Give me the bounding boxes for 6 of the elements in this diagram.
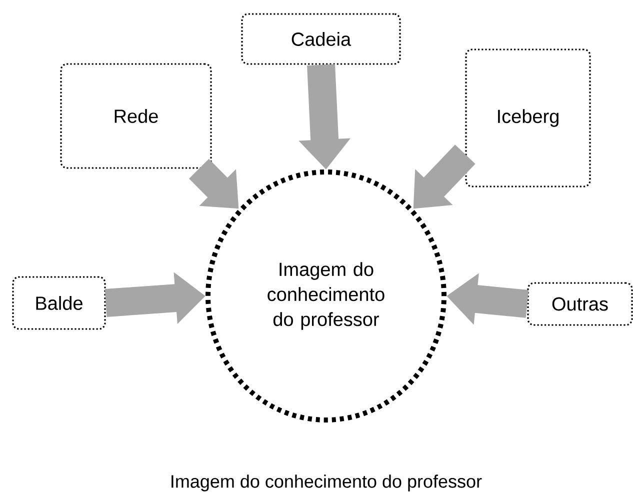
dotted-box: Outras (527, 282, 633, 326)
caption: Imagem do conhecimento do professor (172, 474, 482, 492)
dotted-box: Balde (12, 276, 106, 330)
dotted-box: Rede (60, 63, 212, 169)
dotted-box: Cadeia (241, 13, 401, 65)
dotted-box: Iceberg (465, 48, 591, 188)
